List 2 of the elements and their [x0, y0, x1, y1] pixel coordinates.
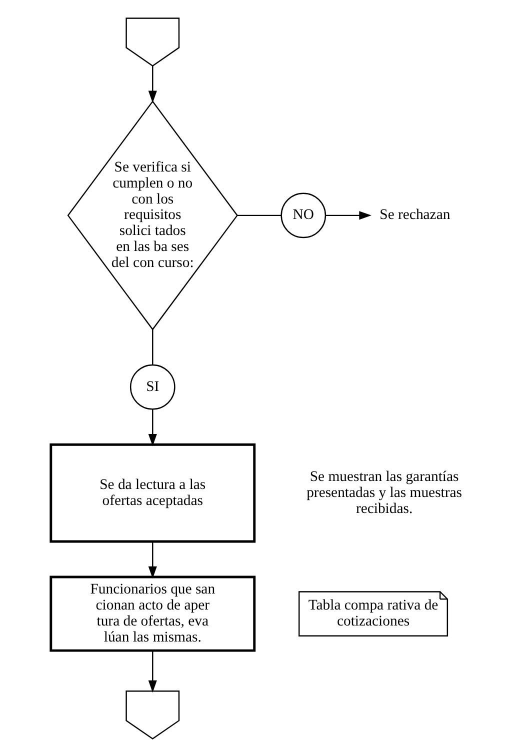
node-text: Se rechazan	[379, 207, 450, 224]
node-label: Se muestran las garantías presentadas y las muestras recibidas.	[306, 468, 462, 517]
